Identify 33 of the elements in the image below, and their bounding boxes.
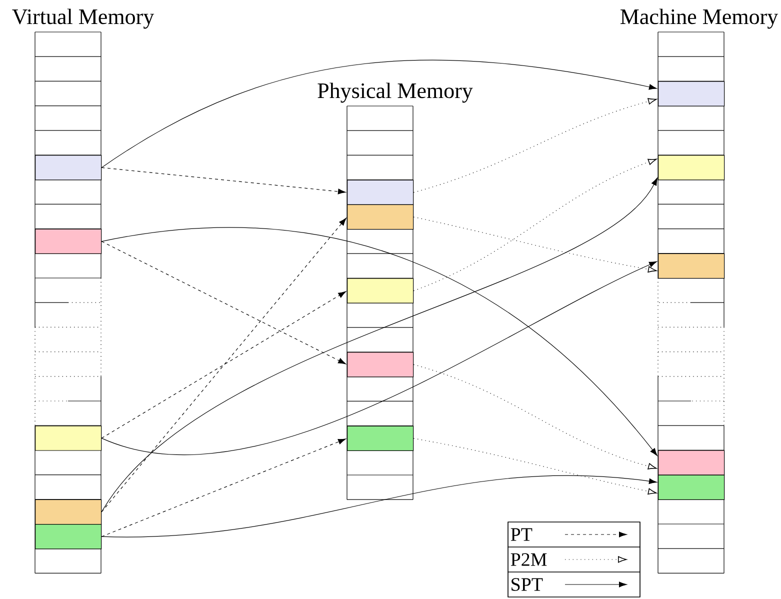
memory-cell	[658, 155, 725, 180]
memory-cell	[658, 253, 725, 279]
memory-cell	[35, 524, 102, 550]
arrow	[101, 218, 346, 512]
memory-cell	[347, 204, 414, 230]
memory-cell	[347, 278, 414, 304]
legend-entry: PT	[508, 522, 640, 548]
arrow	[101, 261, 658, 456]
memory-cell	[35, 155, 102, 180]
memory-cell	[35, 228, 102, 254]
arrow	[101, 291, 346, 438]
arrow	[413, 364, 657, 470]
arrow	[101, 438, 346, 537]
legend-entry: SPT	[508, 572, 640, 598]
arrow	[413, 98, 657, 193]
arrow	[413, 216, 657, 272]
memory-cell	[35, 426, 102, 451]
memory-cell	[658, 450, 725, 476]
arrow	[101, 475, 657, 537]
legend-entry: P2M	[508, 546, 640, 572]
arrow	[101, 241, 346, 364]
memory-cell	[347, 180, 414, 205]
arrow	[101, 227, 658, 456]
memory-cell	[35, 499, 102, 525]
arrow	[101, 178, 658, 512]
memory-cell	[658, 81, 725, 106]
memory-cell	[347, 426, 414, 451]
memory-cell	[658, 474, 725, 500]
memory-cell	[347, 352, 414, 378]
arrow	[413, 158, 657, 292]
arrow	[101, 167, 346, 194]
arrow	[413, 438, 657, 495]
arrow	[101, 60, 657, 168]
